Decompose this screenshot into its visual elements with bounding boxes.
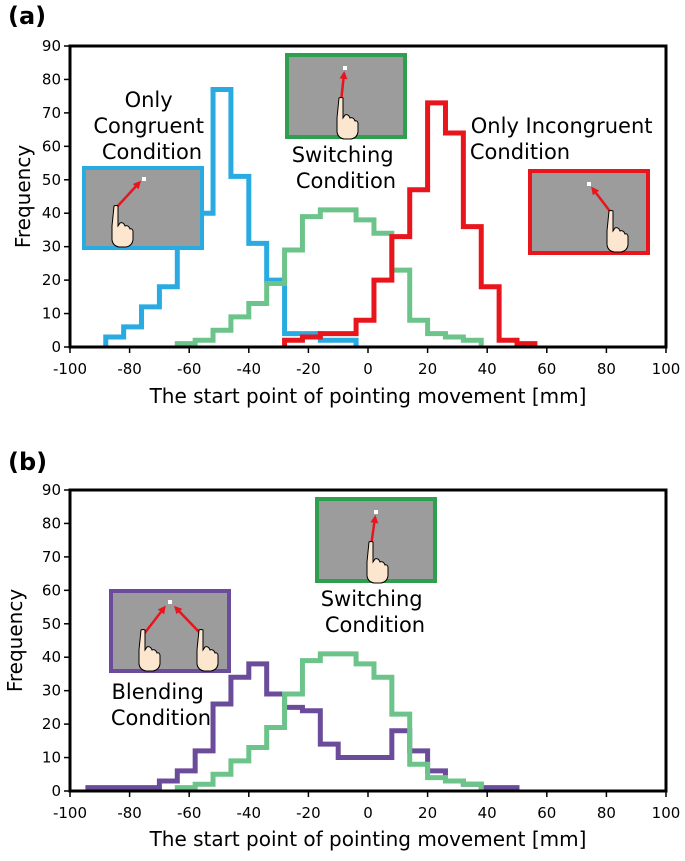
- y-tick-label: 40: [42, 648, 61, 666]
- arrow-icon: [143, 605, 166, 635]
- x-tick-label: 0: [363, 360, 373, 378]
- annotation-line: Switching: [321, 587, 423, 611]
- panel-a-label: (a): [8, 2, 46, 30]
- y-tick-label: 20: [42, 271, 61, 289]
- inset-only-incongruent: [528, 169, 650, 255]
- y-tick-label: 70: [42, 548, 61, 566]
- annotation-line: Condition: [102, 140, 202, 164]
- x-tick-label: 40: [478, 360, 497, 378]
- arrow-icon: [173, 605, 202, 635]
- target-dot-icon: [343, 66, 347, 70]
- x-tick-label: -20: [296, 804, 321, 822]
- inset-frame: [82, 166, 204, 250]
- annotation-line: Only: [125, 88, 173, 112]
- annotation-switching-b: Switching Condition: [321, 587, 430, 637]
- x-tick-label: 60: [537, 360, 556, 378]
- target-dot-icon: [374, 510, 378, 514]
- y-tick-label: 90: [42, 481, 61, 499]
- x-tick-label: 80: [597, 360, 616, 378]
- annotation-line: Condition: [470, 140, 570, 164]
- inset-switching-a: [285, 53, 407, 140]
- y-tick-label: 40: [42, 204, 61, 222]
- plot-area-a: 0 10 20 30 40 50 60 70 80 90 -100 -80 -60 -40 -20 0 20 40…: [42, 37, 680, 378]
- annotation-only-incongruent: Only Incongruent Condition: [470, 114, 659, 164]
- y-tick-label: 50: [42, 171, 61, 189]
- x-tick-label: -60: [177, 804, 202, 822]
- plot-area-b: 0 10 20 30 40 50 60 70 80 90 -100 -80 -60 -40 -20 0 20 40…: [42, 481, 680, 822]
- y-tick-label: 10: [42, 749, 61, 767]
- pointing-hand-icon: [336, 97, 359, 140]
- target-dot-icon: [142, 177, 146, 181]
- y-tick-label: 30: [42, 238, 61, 256]
- annotation-line: Switching: [292, 143, 394, 167]
- y-tick-label: 80: [42, 70, 61, 88]
- pointing-hand-icon-right: [196, 629, 219, 672]
- annotation-switching-a: Switching Condition: [292, 143, 401, 193]
- x-tick-label: 40: [478, 804, 497, 822]
- pointing-hand-icon-left: [138, 629, 161, 672]
- series-switching-condition-histogram: [174, 207, 484, 347]
- pointing-hand-icon: [366, 541, 389, 584]
- y-tick-label: 0: [51, 782, 61, 800]
- y-tick-label: 20: [42, 715, 61, 733]
- y-tick-label: 60: [42, 581, 61, 599]
- arrow-icon: [114, 180, 142, 210]
- x-tick-label: -100: [53, 360, 87, 378]
- x-tick-label: -80: [117, 360, 142, 378]
- x-tick-label: 60: [537, 804, 556, 822]
- annotation-blending: Blending Condition: [111, 680, 211, 730]
- y-tick-label: 70: [42, 104, 61, 122]
- y-axis-title-a: Frequency: [11, 145, 35, 248]
- x-tick-label: 100: [652, 804, 681, 822]
- series-only-incongruent-condition-histogram: [282, 100, 538, 347]
- y-tick-label: 80: [42, 514, 61, 532]
- y-tick-label: 10: [42, 305, 61, 323]
- inset-blending: [109, 589, 231, 673]
- x-tick-label: -80: [117, 804, 142, 822]
- series-only-congruent-condition-histogram: [103, 86, 359, 347]
- series-switching-condition-histogram: [174, 651, 484, 791]
- x-tick-label: -60: [177, 360, 202, 378]
- target-dot-icon: [168, 600, 172, 604]
- x-tick-label: 0: [363, 804, 373, 822]
- annotation-only-congruent: Only Congruent Condition: [93, 88, 210, 164]
- y-tick-label: 60: [42, 137, 61, 155]
- x-tick-label: 80: [597, 804, 616, 822]
- pointing-hand-icon: [606, 210, 629, 253]
- inset-switching-b: [315, 497, 437, 584]
- inset-frame: [528, 169, 650, 255]
- pointing-hand-icon: [111, 205, 134, 248]
- annotation-line: Condition: [296, 169, 396, 193]
- inset-only-congruent: [82, 166, 204, 250]
- x-tick-label: 100: [652, 360, 681, 378]
- arrow-icon: [591, 186, 613, 215]
- x-tick-label: 20: [418, 804, 437, 822]
- y-axis-title-b: Frequency: [3, 589, 27, 692]
- x-axis-title-a: The start point of pointing movement [mm…: [149, 384, 587, 408]
- annotation-line: Condition: [111, 706, 211, 730]
- x-tick-label: 20: [418, 360, 437, 378]
- y-tick-label: 90: [42, 37, 61, 55]
- annotation-line: Congruent: [93, 114, 204, 138]
- x-tick-label: -40: [237, 804, 262, 822]
- y-tick-label: 0: [51, 338, 61, 356]
- annotation-line: Condition: [325, 613, 425, 637]
- y-tick-label: 50: [42, 615, 61, 633]
- target-dot-icon: [587, 182, 591, 186]
- x-tick-label: -100: [53, 804, 87, 822]
- annotation-line: Only Incongruent: [471, 114, 653, 138]
- x-tick-label: -20: [296, 360, 321, 378]
- panel-b-label: (b): [8, 448, 47, 476]
- x-tick-label: -40: [237, 360, 262, 378]
- plot-frame-b: [68, 488, 668, 793]
- y-tick-label: 30: [42, 682, 61, 700]
- plot-frame-a: [68, 44, 668, 349]
- x-axis-title-b: The start point of pointing movement [mm…: [149, 827, 587, 851]
- annotation-line: Blending: [112, 680, 204, 704]
